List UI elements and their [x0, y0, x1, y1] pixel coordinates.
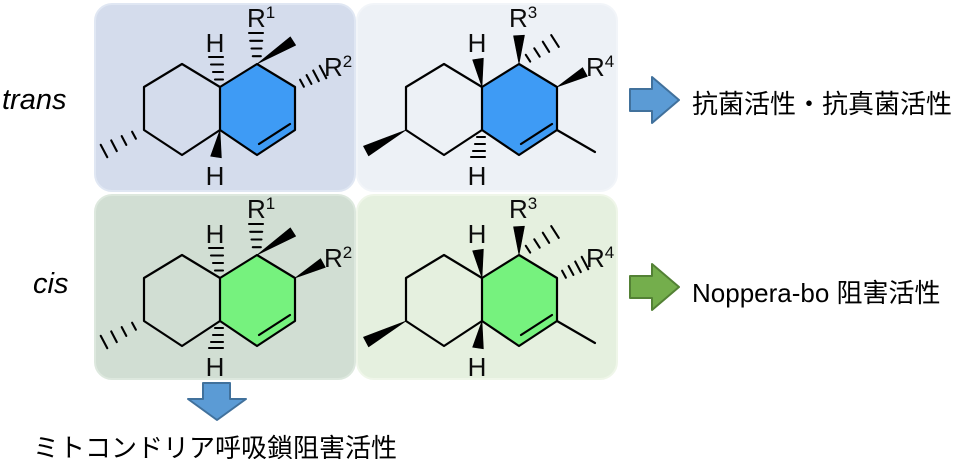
methyl-bond: [555, 128, 597, 154]
wedge-bond: [513, 34, 525, 65]
substituent-label-r2: R2: [324, 243, 352, 273]
atom-label-h-top: H: [468, 219, 487, 249]
hashed-bond: [247, 222, 265, 249]
activity-label-antimicrobial: 抗菌活性・抗真菌活性: [692, 89, 953, 119]
atom-label-h-bottom: H: [206, 352, 225, 382]
arrow-right-green-icon: [629, 263, 680, 311]
hashed-bond: [99, 130, 137, 159]
atom-label-h-top: H: [206, 28, 225, 58]
hashed-bond: [207, 246, 225, 272]
hashed-bond: [299, 64, 328, 88]
hashed-bond: [561, 255, 590, 279]
hashed-bond: [524, 34, 560, 63]
wedge-bond: [294, 258, 326, 279]
panel-trans-r3r4: H H R3 R4: [356, 3, 618, 192]
panel-cis-r3r4: H H R3 R4: [356, 194, 618, 382]
substituent-label-r3: R3: [509, 3, 537, 33]
highlighted-ring: [218, 253, 297, 348]
activity-label-nopperabo: Noppera-bo 阻害活性: [692, 278, 941, 308]
row-label-trans: trans: [2, 84, 67, 116]
hashed-bond: [247, 31, 265, 58]
hashed-bond: [524, 225, 560, 254]
highlighted-ring: [480, 62, 559, 157]
hashed-bond: [469, 135, 487, 159]
ring-outline: [404, 62, 484, 157]
substituent-label-r4: R4: [586, 243, 614, 273]
ring-outline: [404, 253, 484, 348]
activity-label-mitochondria: ミトコンドリア呼吸鎖阻害活性: [33, 433, 398, 459]
atom-label-h-bottom: H: [468, 352, 487, 382]
highlighted-ring: [480, 253, 559, 348]
wedge-bond: [363, 129, 407, 157]
molecule-cis-r1r2: H H R1 R2: [99, 194, 352, 382]
wedge-bond: [513, 225, 525, 256]
substituent-label-r1: R1: [247, 3, 275, 33]
atom-label-h-top: H: [206, 219, 225, 249]
ring-outline: [142, 62, 222, 157]
hashed-bond: [99, 321, 137, 350]
atom-label-h-bottom: H: [468, 161, 487, 191]
hashed-bond: [207, 55, 225, 81]
hashed-bond: [207, 326, 225, 350]
substituent-label-r2: R2: [324, 52, 352, 82]
wedge-bond: [363, 320, 407, 348]
arrow-right-blue-icon: [629, 76, 680, 124]
panel-cis-r1r2: H H R1 R2: [94, 194, 356, 382]
wedge-bond: [556, 67, 588, 88]
molecule-cis-r3r4: H H R3 R4: [363, 194, 614, 382]
molecule-trans-r3r4: H H R3 R4: [363, 3, 614, 191]
atom-label-h-top: H: [468, 28, 487, 58]
atom-label-h-bottom: H: [206, 161, 225, 191]
row-label-cis: cis: [33, 268, 69, 300]
highlighted-ring: [218, 62, 297, 157]
substituent-label-r4: R4: [586, 52, 614, 82]
methyl-bond: [555, 319, 597, 345]
ring-outline: [142, 253, 222, 348]
panel-trans-r1r2: H H R1 R2: [94, 3, 356, 192]
substituent-label-r1: R1: [247, 194, 275, 224]
molecule-trans-r1r2: H H R1 R2: [99, 3, 352, 191]
substituent-label-r3: R3: [509, 194, 537, 224]
